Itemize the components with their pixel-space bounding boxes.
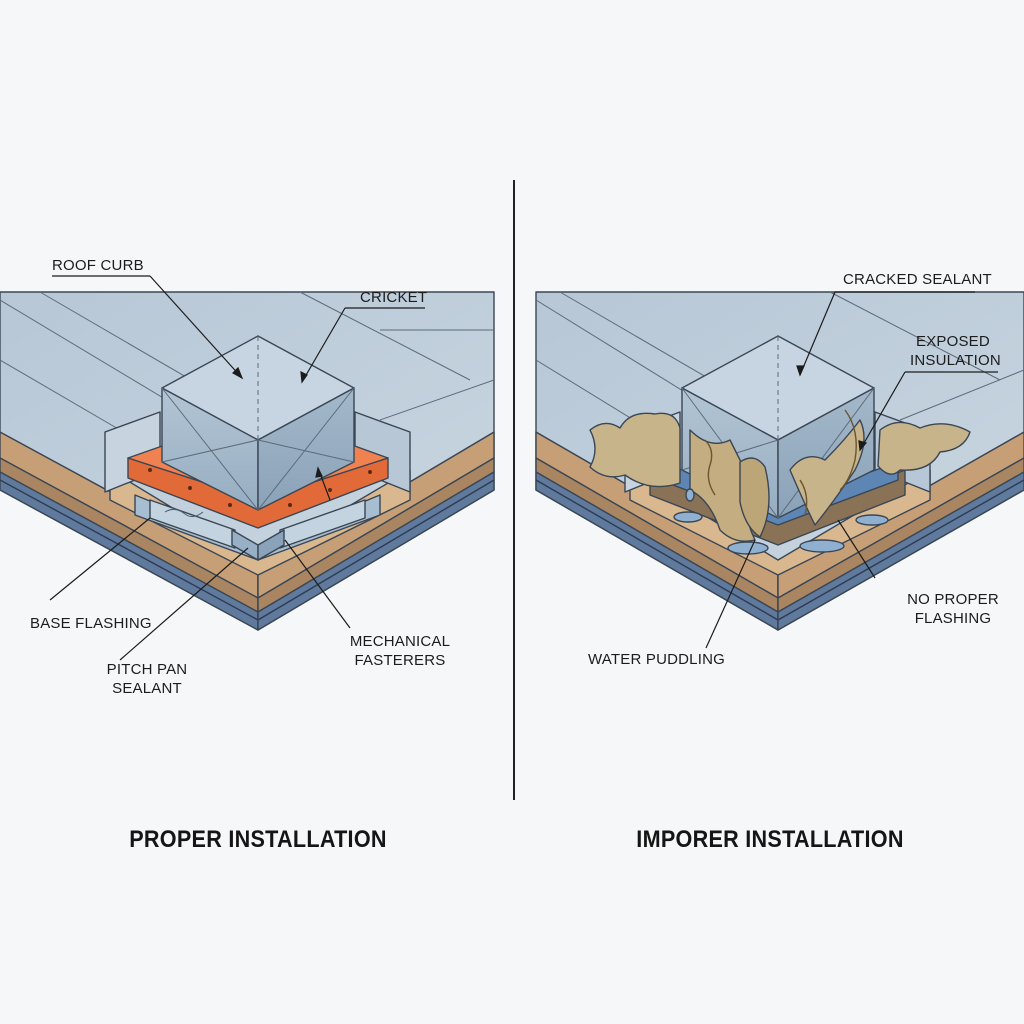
label-exposed-line1: EXPOSED [910,332,1001,351]
label-mechanical-fasteners: MECHANICAL FASTERERS [340,632,460,670]
label-pitch-pan-line2: SEALANT [92,679,202,698]
label-roof-curb: ROOF CURB [52,256,144,275]
label-pitch-pan-line1: PITCH PAN [92,660,202,679]
label-no-proper-line2: FLASHING [898,609,1008,628]
caption-improper-installation: IMPORER INSTALLATION [590,826,950,854]
label-pitch-pan-sealant: PITCH PAN SEALANT [92,660,202,698]
proper-installation-drawing [0,292,494,630]
label-cracked-sealant: CRACKED SEALANT [843,270,992,289]
label-mechanical-line1: MECHANICAL [340,632,460,651]
label-exposed-insulation: EXPOSED INSULATION [910,332,1001,370]
label-no-proper-flashing: NO PROPER FLASHING [898,590,1008,628]
label-cricket: CRICKET [360,288,427,307]
label-exposed-line2: INSULATION [910,351,1001,370]
caption-proper-installation: PROPER INSTALLATION [78,826,438,854]
label-mechanical-line2: FASTERERS [340,651,460,670]
label-water-puddling: WATER PUDDLING [588,650,725,669]
label-no-proper-line1: NO PROPER [898,590,1008,609]
label-base-flashing: BASE FLASHING [30,614,152,633]
